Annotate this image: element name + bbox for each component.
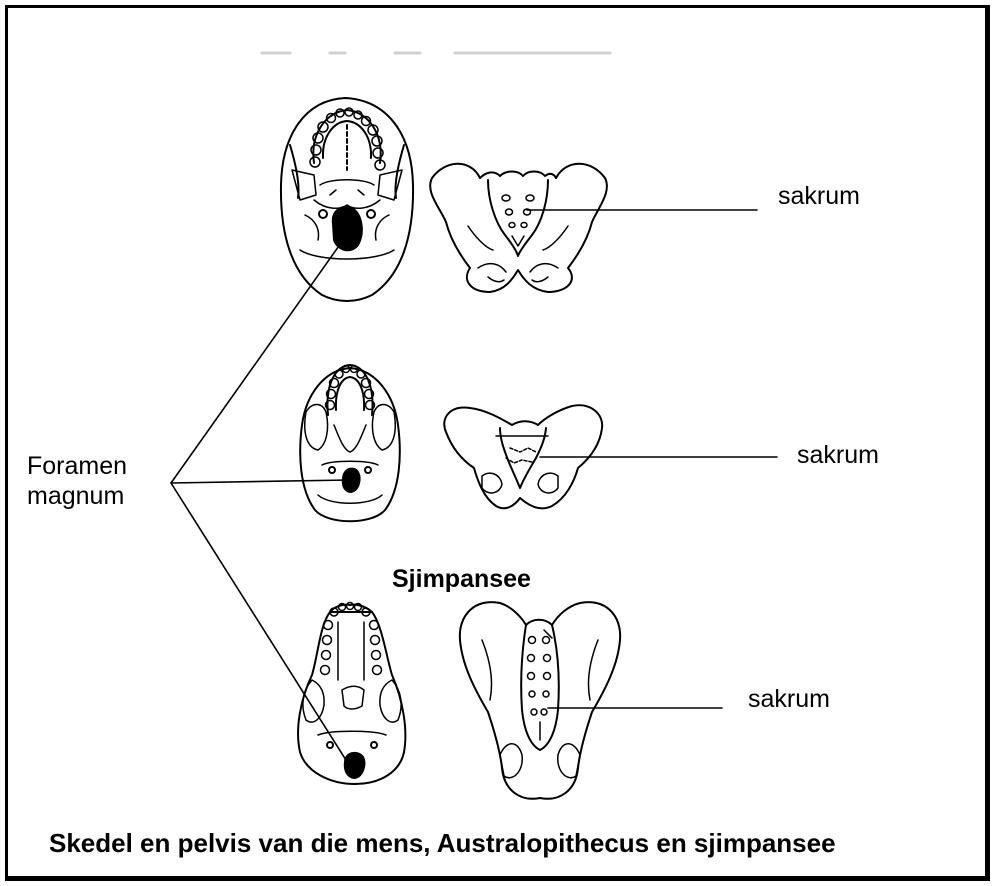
sacrum-label-1: sakrum <box>778 181 860 211</box>
australopithecus-skull-icon <box>300 365 400 521</box>
human-pelvis-icon <box>430 164 607 292</box>
sacrum-label-2: sakrum <box>797 440 879 470</box>
figure-caption: Skedel en pelvis van die mens, Australop… <box>49 828 836 858</box>
chimpanzee-skull-icon <box>298 603 405 785</box>
foramen-magnum-label-line1: Foramen <box>27 451 127 481</box>
sacrum-label-3: sakrum <box>748 684 830 714</box>
chimpanzee-pelvis-icon <box>460 602 620 799</box>
foramen-magnum-label-line2: magnum <box>27 481 124 511</box>
chimpanzee-heading: Sjimpansee <box>392 564 531 594</box>
human-skull-icon <box>281 98 413 301</box>
